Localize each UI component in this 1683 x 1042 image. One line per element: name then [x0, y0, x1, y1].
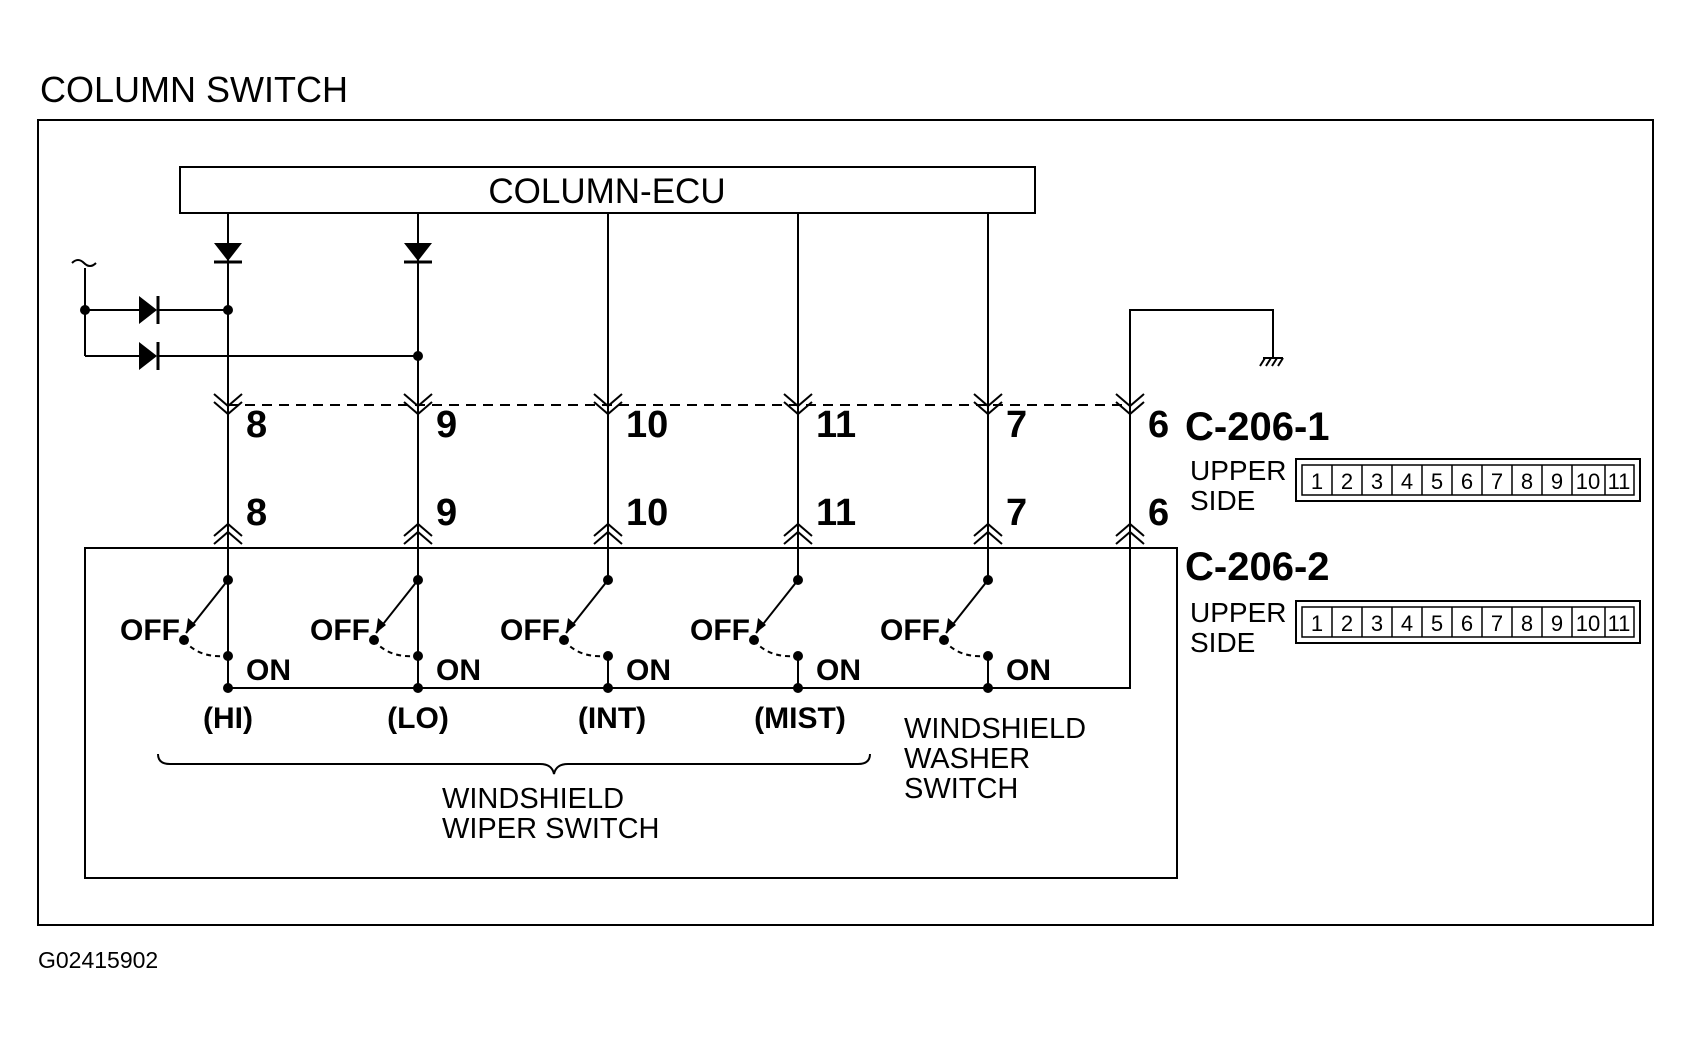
ecu-label: COLUMN-ECU [488, 172, 725, 211]
pin-number: 8 [246, 492, 267, 534]
connector-side-label: SIDE [1190, 627, 1255, 658]
connector-cell: 7 [1491, 611, 1503, 636]
pin-number: 6 [1148, 404, 1169, 446]
ground-symbol [1259, 357, 1284, 367]
diode-icon-feed-1 [137, 294, 160, 326]
diagram-title: COLUMN SWITCH [40, 69, 348, 110]
left-feed-wires [71, 259, 418, 357]
washer-label-line2: WASHER [904, 743, 1030, 775]
connector-cell: 3 [1371, 611, 1383, 636]
connector-cell: 11 [1608, 469, 1631, 494]
switch-group-labels: WINDSHIELD WIPER SWITCH WINDSHIELD WASHE… [442, 713, 1086, 845]
connector-cell: 10 [1576, 469, 1600, 494]
outer-frame [37, 119, 1654, 926]
connector-cell: 7 [1491, 469, 1503, 494]
wiper-label-line1: WINDSHIELD [442, 783, 624, 815]
connector-cell: 3 [1371, 469, 1383, 494]
switch-wiring [227, 548, 1131, 689]
ecu-wires [227, 213, 1274, 688]
position-label: (HI) [203, 702, 253, 735]
switch-box [84, 547, 1178, 879]
switch-washer [939, 575, 993, 693]
connector-side-label: UPPER [1190, 455, 1286, 486]
pin-number: 11 [816, 492, 856, 534]
off-label: OFF [880, 614, 940, 647]
connector-cell: 5 [1431, 611, 1443, 636]
on-label: ON [436, 654, 481, 687]
connector-side-label: SIDE [1190, 485, 1255, 516]
junction-dots [80, 305, 423, 361]
connector-cell: 10 [1576, 611, 1600, 636]
connector-face-c206-1: 1 2 3 4 5 6 7 8 9 10 11 [1295, 458, 1641, 502]
on-label: ON [1006, 654, 1051, 687]
on-label: ON [246, 654, 291, 687]
connector-side-label: UPPER [1190, 597, 1286, 628]
pin-number: 7 [1006, 492, 1027, 534]
diode-icon-hi [212, 241, 244, 264]
upper-connector-terminals [213, 393, 1145, 416]
pin-number: 10 [626, 492, 668, 534]
connector-name: C-206-1 [1185, 405, 1330, 449]
connector-cell: 4 [1401, 611, 1413, 636]
switch-int [559, 575, 613, 693]
pin-number: 11 [816, 404, 856, 446]
pin-number: 6 [1148, 492, 1169, 534]
pin-number: 7 [1006, 404, 1027, 446]
lower-pin-numbers: 8 9 10 11 7 6 [246, 492, 1169, 534]
upper-pin-numbers: 8 9 10 11 7 6 [246, 404, 1169, 446]
connector-cell: 9 [1551, 469, 1563, 494]
pin-number: 9 [436, 404, 457, 446]
off-label: OFF [310, 614, 370, 647]
off-label: OFF [500, 614, 560, 647]
lower-connector-terminals [213, 522, 1145, 545]
connector-cell: 1 [1311, 469, 1323, 494]
diode-icon-lo [402, 241, 434, 264]
connector-cell: 4 [1401, 469, 1413, 494]
connector-cell: 6 [1461, 611, 1473, 636]
wiper-brace [157, 753, 871, 775]
figure-code: G02415902 [38, 947, 158, 973]
on-label: ON [626, 654, 671, 687]
connector-name: C-206-2 [1185, 545, 1330, 589]
position-label: (INT) [578, 702, 646, 735]
connector-cell: 5 [1431, 469, 1443, 494]
switch-levers [179, 575, 993, 693]
connector-cell: 2 [1341, 611, 1353, 636]
connector-cell: 8 [1521, 469, 1533, 494]
wiper-label-line2: WIPER SWITCH [442, 813, 660, 845]
switch-position-labels: (HI) (LO) (INT) (MIST) [203, 702, 846, 735]
connector-cell: 6 [1461, 469, 1473, 494]
connector-cell: 2 [1341, 469, 1353, 494]
off-label: OFF [120, 614, 180, 647]
switch-mist [749, 575, 803, 693]
switch-hi [179, 575, 233, 693]
on-label: ON [816, 654, 861, 687]
washer-label-line1: WINDSHIELD [904, 713, 1086, 745]
connector-cell: 8 [1521, 611, 1533, 636]
connector-cell: 11 [1608, 611, 1631, 636]
position-label: (MIST) [754, 702, 846, 735]
connector-cell: 1 [1311, 611, 1323, 636]
switch-state-labels: OFF ON OFF ON OFF ON OFF ON OFF ON [120, 614, 1051, 687]
switch-lo [369, 575, 423, 693]
pin-number: 8 [246, 404, 267, 446]
off-label: OFF [690, 614, 750, 647]
pin-number: 10 [626, 404, 668, 446]
pin-number: 9 [436, 492, 457, 534]
connector-cell: 9 [1551, 611, 1563, 636]
washer-label-line3: SWITCH [904, 773, 1018, 805]
connector-face-c206-2: 1 2 3 4 5 6 7 8 9 10 11 [1295, 600, 1641, 644]
position-label: (LO) [387, 702, 449, 735]
diode-icon-feed-2 [137, 340, 160, 372]
